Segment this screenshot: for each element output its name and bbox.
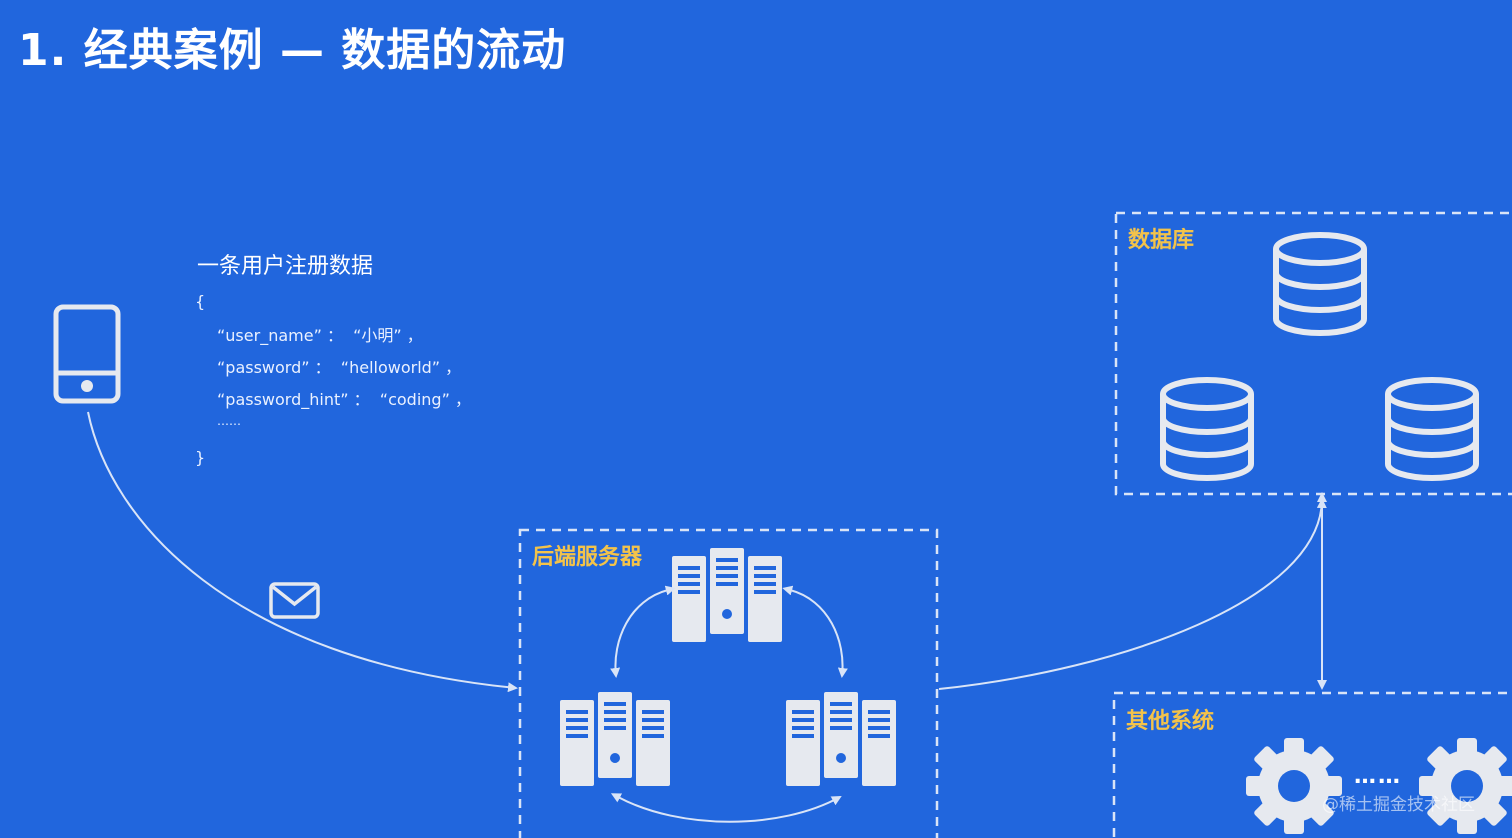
page-title: 1. 经典案例 — 数据的流动: [18, 25, 567, 76]
gear-icon-right: [1419, 738, 1512, 834]
server-sync-arrow-bottom: [610, 793, 842, 823]
server-sync-arrow-left: [610, 585, 676, 678]
database-icon-left: [1163, 380, 1251, 478]
backend-box-label: 后端服务器: [532, 545, 643, 570]
payload-line-username: “user_name” ： “小明” ，: [217, 326, 423, 345]
phone-to-backend-arrow: [87, 411, 518, 693]
database-icon-top: [1276, 235, 1364, 333]
gear-icon-left: [1246, 738, 1342, 834]
phone-icon: [53, 304, 121, 404]
other-systems-ellipsis: ……: [1354, 764, 1402, 789]
payload-line-password: “password” ： “helloworld” ，: [217, 358, 462, 377]
server-icon-left: [560, 692, 670, 786]
backend-box: [518, 528, 939, 838]
payload-close-brace: }: [195, 448, 206, 467]
database-box: [1114, 211, 1512, 496]
payload-heading: 一条用户注册数据: [197, 254, 374, 279]
backend-to-database-arrow: [938, 498, 1327, 690]
payload-line-password-hint: “password_hint” ： “coding” ，: [217, 390, 471, 409]
payload-open-brace: {: [195, 292, 206, 311]
server-sync-arrow-right: [782, 585, 848, 678]
payload-line-ellipsis: ……: [217, 414, 241, 428]
watermark: @稀土掘金技术社区: [1322, 795, 1475, 815]
other-systems-box: [1112, 691, 1512, 838]
server-icon-right: [786, 692, 896, 786]
database-box-label: 数据库: [1128, 228, 1195, 253]
server-icon-top: [672, 548, 782, 642]
database-icon-right: [1388, 380, 1476, 478]
other-systems-box-label: 其他系统: [1126, 709, 1215, 734]
mail-icon: [269, 582, 320, 619]
